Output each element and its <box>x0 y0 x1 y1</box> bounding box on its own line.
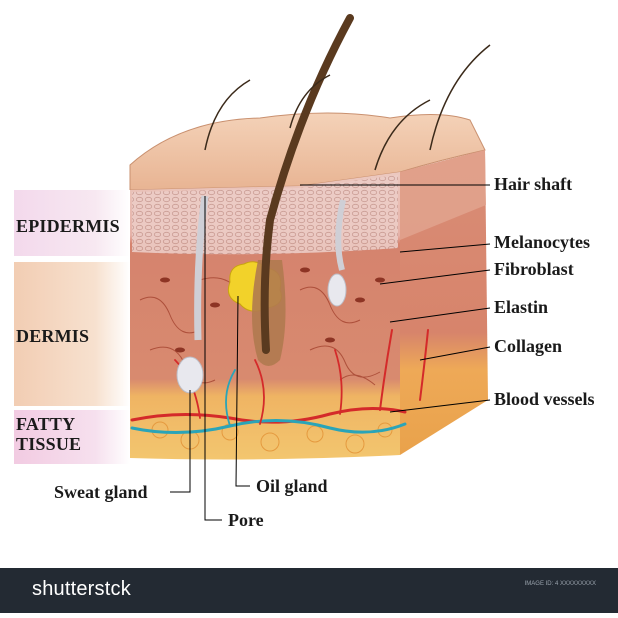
layer-label-epidermis: EPIDERMIS <box>16 216 120 236</box>
label-collagen: Collagen <box>494 336 562 356</box>
label-melanocytes: Melanocytes <box>494 232 590 252</box>
layer-tag-epidermis: EPIDERMIS <box>14 190 130 256</box>
label-elastin: Elastin <box>494 297 548 317</box>
label-pore: Pore <box>228 510 264 530</box>
label-fibroblast: Fibroblast <box>494 259 574 279</box>
image-id: IMAGE ID: 4 XXXXXXXXX <box>525 580 596 588</box>
label-oil-gland: Oil gland <box>256 476 328 496</box>
layer-label-fatty-tissue: FATTY TISSUE <box>16 414 81 454</box>
layer-tag-dermis: DERMIS <box>14 262 130 406</box>
label-hair-shaft: Hair shaft <box>494 174 572 194</box>
label-blood-vessels: Blood vessels <box>494 389 595 409</box>
layer-label-dermis: DERMIS <box>16 326 89 346</box>
brand-logo: shutterstck <box>32 578 131 601</box>
label-sweat-gland: Sweat gland <box>54 482 148 502</box>
watermark-footer: shutterstck IMAGE ID: 4 XXXXXXXXX <box>0 568 618 613</box>
layer-tag-fatty-tissue: FATTY TISSUE <box>14 410 130 464</box>
